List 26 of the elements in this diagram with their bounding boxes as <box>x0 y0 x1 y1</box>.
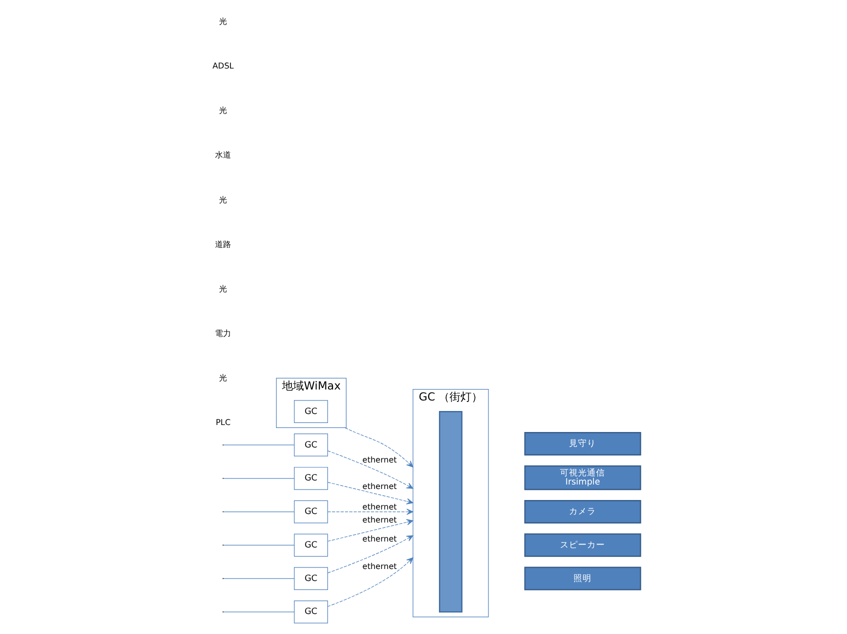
node-box: GC <box>294 567 328 590</box>
arrow <box>327 519 414 542</box>
connector <box>224 444 294 446</box>
node-box: 見守り <box>524 432 642 456</box>
node-box: GC <box>294 466 328 490</box>
arrow <box>344 427 414 468</box>
node-box: 照明 <box>524 566 642 590</box>
connector <box>224 511 294 512</box>
arrow <box>327 508 414 515</box>
node-box: GC <box>294 600 328 624</box>
node-box: カメラ <box>524 500 642 524</box>
node-bar <box>438 410 462 613</box>
connector <box>224 478 294 479</box>
node-box: GC <box>294 400 328 424</box>
node-box: GC <box>294 500 328 524</box>
arrow <box>327 557 414 607</box>
arrow <box>327 482 414 504</box>
node-box: スピーカー <box>524 533 642 557</box>
connector <box>224 544 294 546</box>
arrow <box>327 450 414 489</box>
node-box: 可視光通信 Irsimple <box>524 465 642 490</box>
cluster: GC （街灯） <box>412 389 489 618</box>
arrow <box>327 535 414 574</box>
node-box: GC <box>294 434 328 456</box>
connector <box>224 578 294 579</box>
node-box: GC <box>294 534 328 557</box>
